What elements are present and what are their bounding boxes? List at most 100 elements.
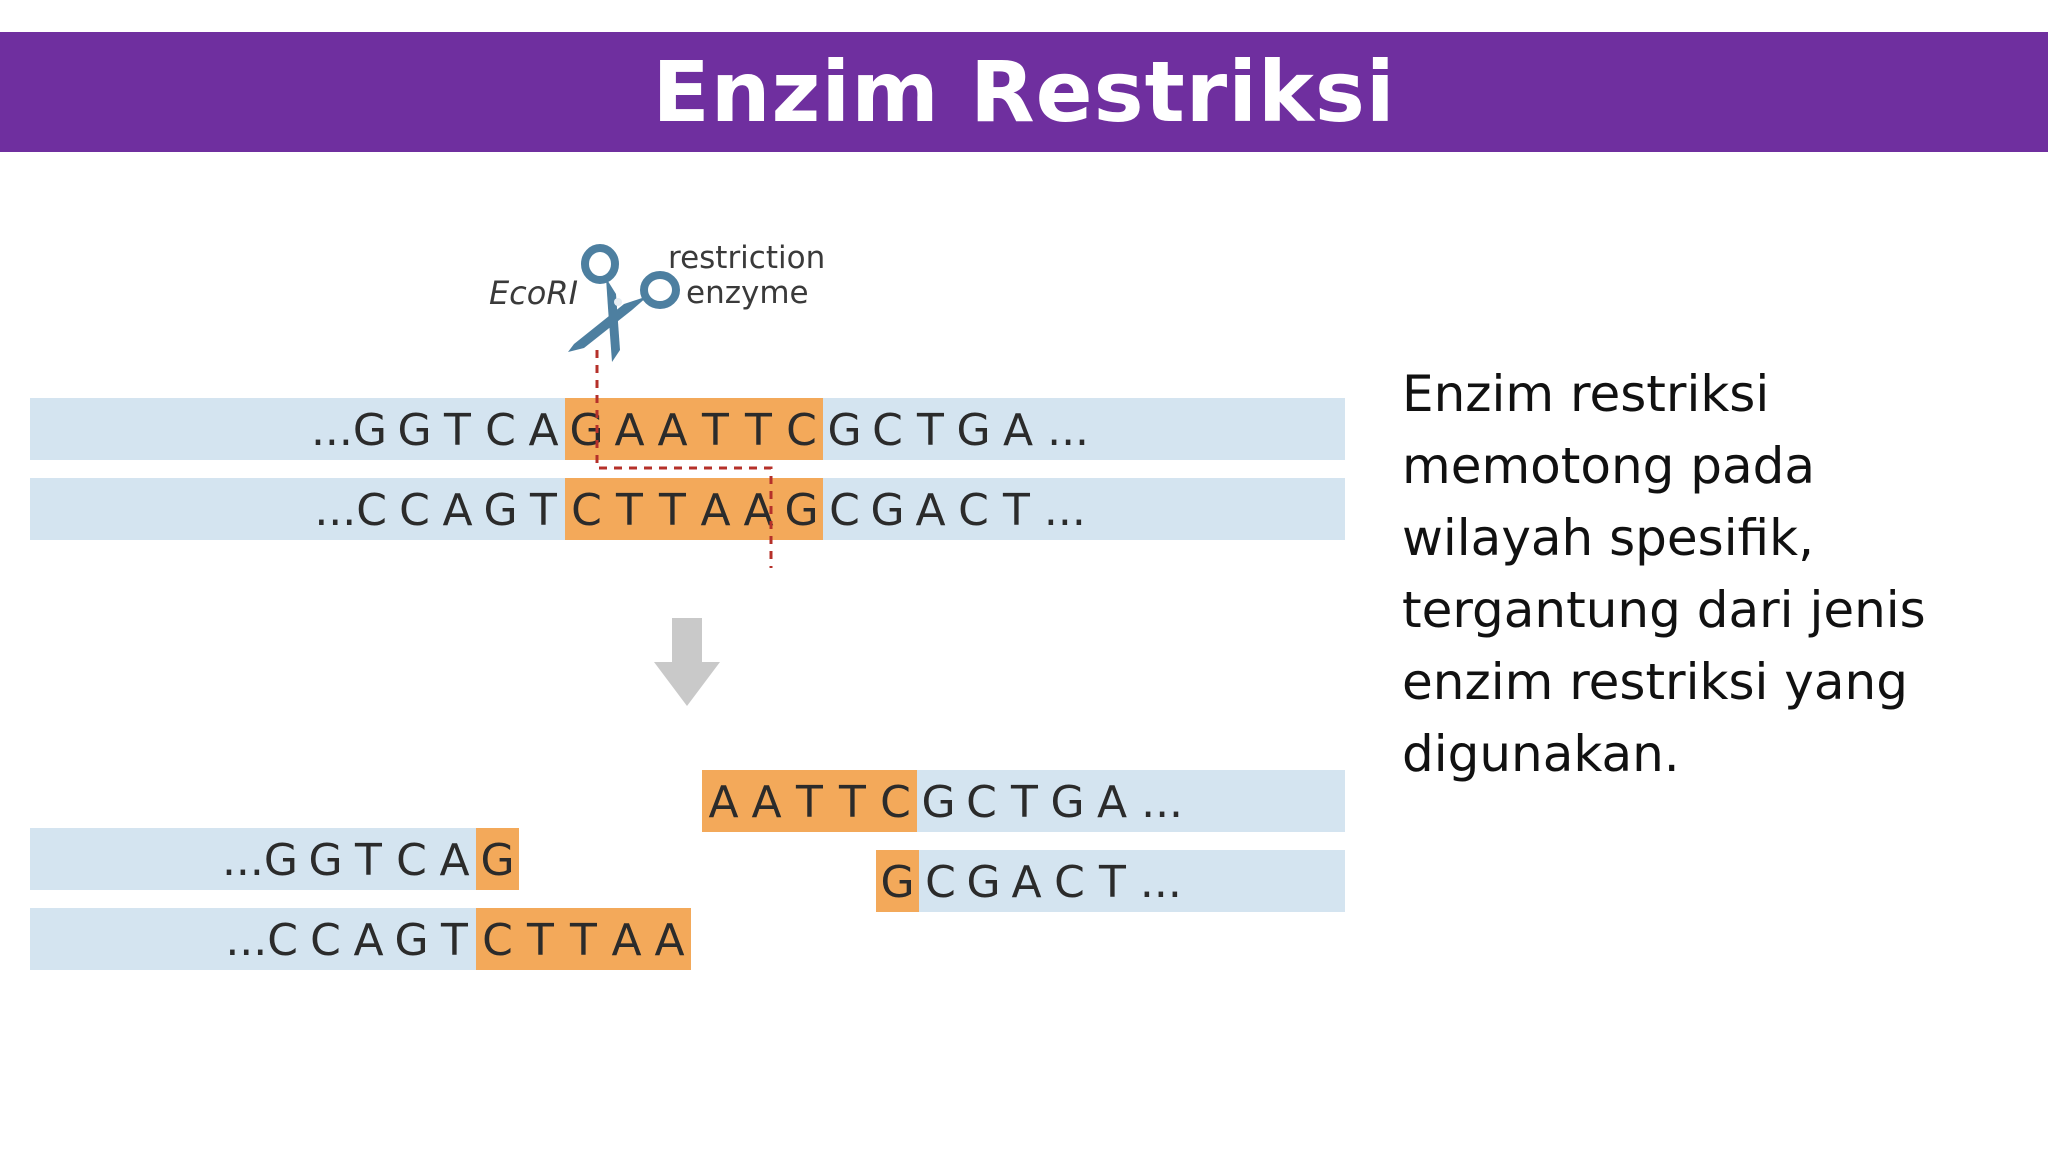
base-right-top-3: T: [838, 777, 866, 828]
base-right-bottom-2: G: [966, 857, 1000, 908]
base-top-12: C: [872, 405, 903, 456]
base-bottom-7: T: [658, 485, 686, 536]
base-top-14: G: [956, 405, 990, 456]
base-right-bottom-0: G: [880, 857, 914, 908]
base-left-bottom-1: C: [310, 915, 341, 966]
highlight-box-left-bottom-6: [519, 908, 562, 970]
arrow-down-icon: [654, 618, 720, 706]
enzyme-label-line2: enzyme: [686, 275, 809, 311]
base-top-3: C: [485, 405, 516, 456]
scissors-icon: [568, 244, 680, 362]
slide-title: Enzim Restriksi: [652, 43, 1396, 141]
base-left-bottom-7: T: [569, 915, 597, 966]
base-left-top-0: ...G: [222, 835, 298, 886]
base-right-bottom-3: A: [1011, 857, 1041, 908]
strand-band-right-bottom: [876, 850, 1345, 912]
highlight-box-top-7: [651, 398, 694, 460]
base-top-13: T: [916, 405, 944, 456]
highlight-box-left-bottom-8: [605, 908, 648, 970]
highlight-box-left-bottom-9: [648, 908, 691, 970]
base-left-top-5: G: [480, 835, 514, 886]
highlight-box-right-top-1: [745, 770, 788, 832]
base-bottom-2: A: [442, 485, 472, 536]
base-left-top-4: A: [439, 835, 469, 886]
highlight-box-top-9: [737, 398, 780, 460]
highlight-box-bottom-8: [694, 478, 737, 540]
base-top-6: A: [614, 405, 644, 456]
base-left-bottom-6: T: [526, 915, 554, 966]
base-left-top-2: T: [354, 835, 382, 886]
base-top-7: A: [657, 405, 687, 456]
base-bottom-6: T: [615, 485, 643, 536]
base-top-10: C: [786, 405, 817, 456]
base-left-top-1: G: [308, 835, 342, 886]
description-text: Enzim restriksi memotong pada wilayah sp…: [1402, 365, 1926, 783]
highlight-box-top-6: [608, 398, 651, 460]
highlight-box-bottom-7: [651, 478, 694, 540]
base-top-9: T: [744, 405, 772, 456]
title-bar: Enzim Restriksi: [0, 32, 2048, 152]
highlight-box-right-top-3: [831, 770, 874, 832]
highlight-box-left-top-5: [476, 828, 519, 890]
base-right-top-9: A ...: [1097, 777, 1183, 828]
base-bottom-1: C: [399, 485, 430, 536]
base-bottom-13: A: [915, 485, 945, 536]
base-top-4: A: [528, 405, 558, 456]
base-right-bottom-5: T ...: [1098, 857, 1182, 908]
base-bottom-4: T: [529, 485, 557, 536]
base-right-top-6: C: [966, 777, 997, 828]
base-bottom-3: G: [483, 485, 517, 536]
base-left-bottom-3: G: [394, 915, 428, 966]
base-right-top-8: G: [1050, 777, 1084, 828]
base-bottom-9: A: [743, 485, 773, 536]
highlight-box-right-top-2: [788, 770, 831, 832]
base-right-top-5: G: [921, 777, 955, 828]
base-bottom-8: A: [700, 485, 730, 536]
highlight-box-bottom-5: [565, 478, 608, 540]
highlight-box-top-10: [780, 398, 823, 460]
base-right-top-2: T: [795, 777, 823, 828]
highlight-box-top-8: [694, 398, 737, 460]
base-top-15: A ...: [1003, 405, 1089, 456]
highlight-box-bottom-6: [608, 478, 651, 540]
highlight-box-left-bottom-5: [476, 908, 519, 970]
strand-band-left-top: [30, 828, 504, 890]
base-left-bottom-8: A: [611, 915, 641, 966]
enzyme-name: EcoRI: [489, 274, 578, 312]
highlight-box-left-bottom-7: [562, 908, 605, 970]
highlight-box-right-top-0: [702, 770, 745, 832]
highlight-box-right-bottom-0: [876, 850, 919, 912]
base-right-bottom-4: C: [1054, 857, 1085, 908]
base-right-top-7: T: [1010, 777, 1038, 828]
highlight-box-top-5: [565, 398, 608, 460]
base-right-top-0: A: [708, 777, 738, 828]
base-right-top-4: C: [880, 777, 911, 828]
base-bottom-14: C: [958, 485, 989, 536]
highlight-box-right-top-4: [874, 770, 917, 832]
base-right-top-1: A: [751, 777, 781, 828]
base-bottom-15: T ...: [1002, 485, 1086, 536]
base-top-8: T: [701, 405, 729, 456]
base-bottom-10: G: [784, 485, 818, 536]
enzyme-label-line1: restriction: [668, 240, 825, 276]
base-bottom-12: G: [870, 485, 904, 536]
base-top-1: G: [397, 405, 431, 456]
base-left-bottom-5: C: [482, 915, 513, 966]
base-left-bottom-0: ...C: [225, 915, 298, 966]
base-top-11: G: [827, 405, 861, 456]
base-bottom-5: C: [571, 485, 602, 536]
base-left-bottom-4: T: [440, 915, 468, 966]
base-bottom-11: C: [829, 485, 860, 536]
base-left-bottom-2: A: [353, 915, 383, 966]
highlight-box-bottom-10: [780, 478, 823, 540]
base-left-bottom-9: A: [654, 915, 684, 966]
base-left-top-3: C: [396, 835, 427, 886]
base-top-0: ...G: [311, 405, 387, 456]
